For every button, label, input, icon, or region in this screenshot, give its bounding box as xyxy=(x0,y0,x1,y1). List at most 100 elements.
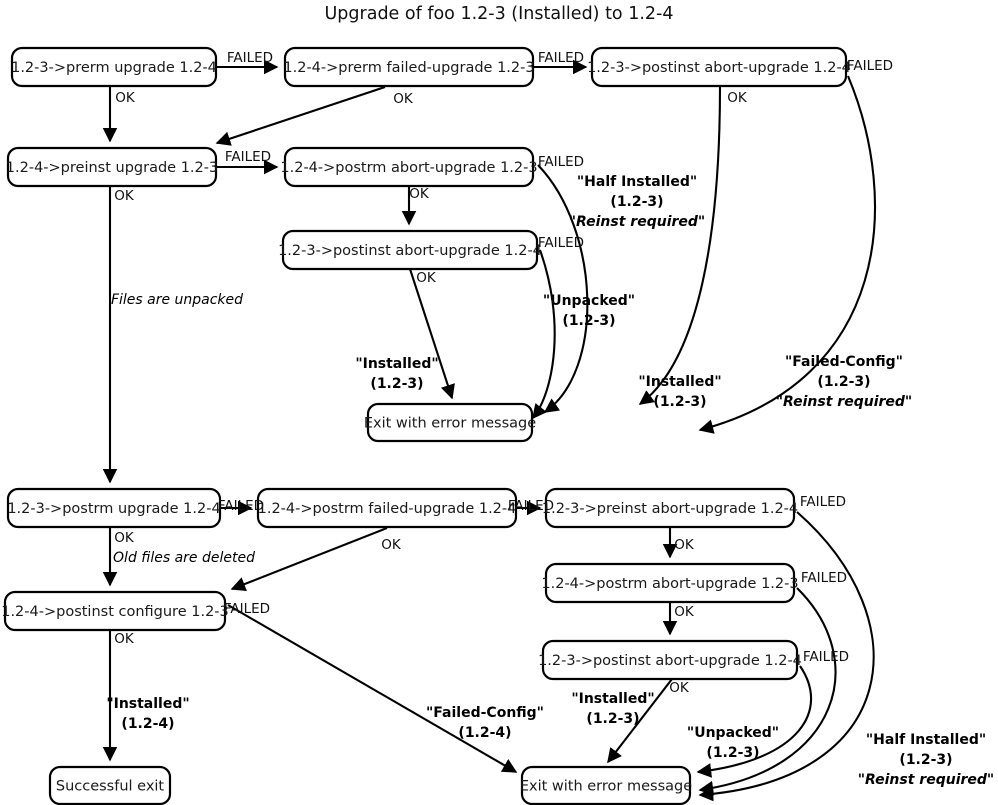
state-label-group: "Half Installed" (1.2-3) "Reinst required" xyxy=(569,174,705,230)
node-box xyxy=(6,487,222,529)
edge-n3-to-n7 xyxy=(638,85,722,405)
edge-label-failed: FAILED xyxy=(218,498,264,514)
edge-label-failed: FAILED xyxy=(227,50,273,66)
state-label-line: (1.2-3) xyxy=(653,394,706,410)
node-box xyxy=(544,562,796,604)
state-label-group: "Unpacked" (1.2-3) xyxy=(543,293,635,329)
edges-layer xyxy=(102,59,876,802)
node-label: 1.2-4->postrm abort-upgrade 1.2-3 xyxy=(280,160,537,176)
node-label: 1.2-3->postinst abort-upgrade 1.2-4 xyxy=(538,653,802,669)
state-label-line: (1.2-3) xyxy=(370,376,423,392)
state-label-group: "Unpacked"(1.2-3) xyxy=(687,725,779,761)
edge-n2-to-n4 xyxy=(215,86,386,146)
edge-n9-to-n13 xyxy=(230,527,388,591)
state-label-line: "Installed" xyxy=(638,374,721,390)
node-n10[interactable]: 1.2-3->preinst abort-upgrade 1.2-4 xyxy=(542,487,798,529)
node-label: 1.2-3->postinst abort-upgrade 1.2-4 xyxy=(587,60,851,76)
state-label-line: (1.2-3) xyxy=(586,711,639,727)
state-label-line: "Reinst required" xyxy=(858,772,994,788)
edge-label-failed: FAILED xyxy=(801,570,847,586)
node-n2[interactable]: 1.2-4->prerm failed-upgrade 1.2-3 xyxy=(283,46,535,88)
edge-label-ok: OK xyxy=(381,537,402,553)
edge-n6-to-n7 xyxy=(532,249,556,420)
node-n9[interactable]: 1.2-4->postrm failed-upgrade 1.2-4 xyxy=(256,487,518,529)
node-n15[interactable]: Exit with error message xyxy=(520,765,692,805)
edge-n13-to-n15 xyxy=(227,604,518,773)
node-n14[interactable]: Successful exit xyxy=(48,765,172,805)
state-label-line: "Reinst required" xyxy=(569,214,705,230)
node-box xyxy=(544,487,796,529)
state-label-line: (1.2-3) xyxy=(562,313,615,329)
node-label: Exit with error message xyxy=(364,416,536,432)
node-label: Successful exit xyxy=(56,779,165,795)
state-label-group: "Installed"(1.2-3) xyxy=(571,691,654,727)
node-n4[interactable]: 1.2-4->preinst upgrade 1.2-3 xyxy=(6,146,218,188)
state-label-line: (1.2-4) xyxy=(458,725,511,741)
diagram-title: Upgrade of foo 1.2-3 (Installed) to 1.2-… xyxy=(325,4,674,24)
node-label: Exit with error message xyxy=(520,779,692,795)
edge-label-failed: FAILED xyxy=(508,498,554,514)
state-labels-layer: "Half Installed" (1.2-3) "Reinst required"… xyxy=(106,174,994,788)
edge-label-failed: FAILED xyxy=(538,154,584,170)
node-label: 1.2-3->postinst abort-upgrade 1.2-4 xyxy=(278,243,542,259)
state-label-line: "Unpacked" xyxy=(543,293,635,309)
state-label-line: "Reinst required" xyxy=(776,394,912,410)
edge-n12-to-n15 xyxy=(607,678,673,764)
node-n12[interactable]: 1.2-3->postinst abort-upgrade 1.2-4 xyxy=(538,639,802,681)
node-label: 1.2-4->postinst configure 1.2-3 xyxy=(1,604,229,620)
node-label: 1.2-3->prerm upgrade 1.2-4 xyxy=(11,60,217,76)
edge-label-ok: OK xyxy=(669,680,690,696)
state-label-group: "Half Installed"(1.2-3)"Reinst required" xyxy=(858,732,994,788)
state-label-line: "Half Installed" xyxy=(866,732,986,748)
node-n8[interactable]: 1.2-3->postrm upgrade 1.2-4 xyxy=(6,487,222,529)
node-n7[interactable]: Exit with error message xyxy=(364,402,536,443)
node-box xyxy=(256,487,518,529)
node-box xyxy=(283,46,535,88)
node-box xyxy=(48,765,172,805)
edge-label-ok: OK xyxy=(409,186,430,202)
edge-n11-to-n15 xyxy=(698,587,837,796)
state-label-line: (1.2-3) xyxy=(706,745,759,761)
state-label-line: (1.2-3) xyxy=(817,374,870,390)
node-n11[interactable]: 1.2-4->postrm abort-upgrade 1.2-3 xyxy=(541,562,799,604)
node-box xyxy=(3,590,227,632)
state-label-line: (1.2-4) xyxy=(121,716,174,732)
state-label-line: (1.2-3) xyxy=(610,194,663,210)
edge-n6-to-n7 xyxy=(409,268,455,400)
edge-label-ok: OK xyxy=(114,530,135,546)
state-label-group: "Installed"(1.2-3) xyxy=(355,356,438,392)
node-box xyxy=(10,46,218,88)
edge-label-failed: FAILED xyxy=(803,649,849,665)
node-box xyxy=(590,46,848,88)
node-n3[interactable]: 1.2-3->postinst abort-upgrade 1.2-4 xyxy=(587,46,851,88)
node-box xyxy=(6,146,218,188)
edge-label-ok: OK xyxy=(114,631,135,647)
edge-label-ok: OK xyxy=(393,91,414,107)
edge-n10-to-n15 xyxy=(698,511,875,802)
state-label-group: "Failed-Config"(1.2-3)"Reinst required" xyxy=(776,354,912,410)
edge-label-ok: OK xyxy=(674,604,695,620)
edge-n12-to-n15 xyxy=(696,665,813,778)
edge-label-failed: FAILED xyxy=(538,50,584,66)
note-note1: Files are unpacked xyxy=(111,292,243,308)
node-label: 1.2-3->preinst abort-upgrade 1.2-4 xyxy=(542,501,798,517)
edge-n3-to-n7 xyxy=(698,75,876,434)
node-n6[interactable]: 1.2-3->postinst abort-upgrade 1.2-4 xyxy=(278,229,542,271)
state-label-line: "Installed" xyxy=(106,696,189,712)
node-box xyxy=(520,765,692,805)
edge-label-failed: FAILED xyxy=(225,149,271,165)
node-n1[interactable]: 1.2-3->prerm upgrade 1.2-4 xyxy=(10,46,218,88)
node-n5[interactable]: 1.2-4->postrm abort-upgrade 1.2-3 xyxy=(280,146,538,188)
node-n13[interactable]: 1.2-4->postinst configure 1.2-3 xyxy=(1,590,229,632)
edge-label-failed: FAILED xyxy=(538,235,584,251)
edge-label-ok: OK xyxy=(674,537,695,553)
node-box xyxy=(541,639,799,681)
note-note2: Old files are deleted xyxy=(113,550,255,566)
node-label: 1.2-4->postrm failed-upgrade 1.2-4 xyxy=(258,501,517,517)
nodes-layer: 1.2-3->prerm upgrade 1.2-4 1.2-4->prerm f… xyxy=(1,46,851,805)
state-label-line: "Half Installed" xyxy=(577,174,697,190)
node-box xyxy=(283,146,535,188)
